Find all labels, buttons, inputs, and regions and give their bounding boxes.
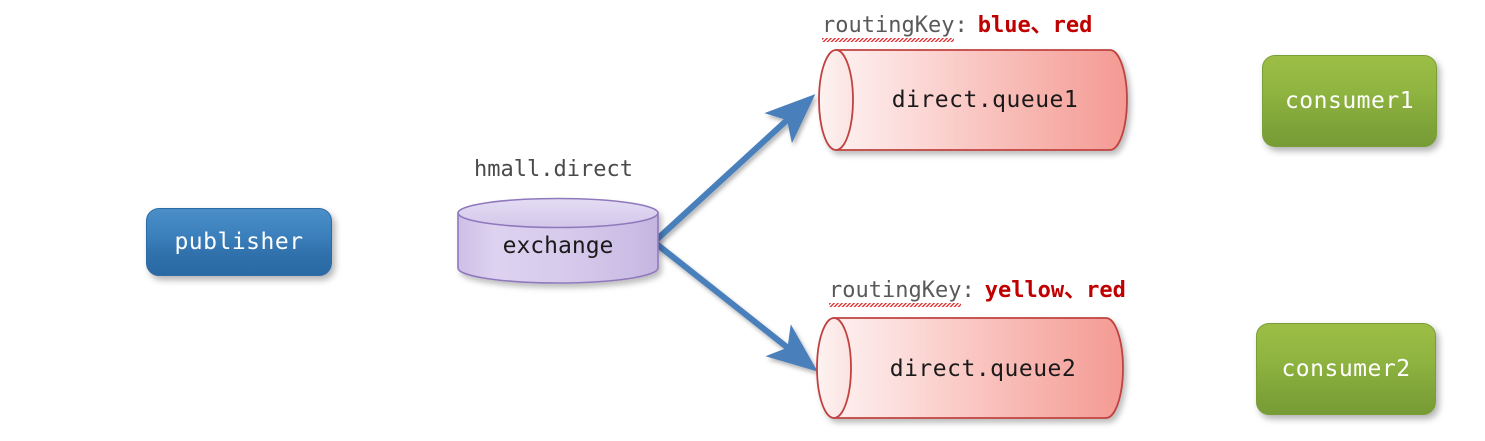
node-queue1[interactable]	[812, 45, 1138, 157]
node-consumer2[interactable]: consumer2	[1256, 323, 1436, 415]
binding-queue1-label: routingKey: blue、red	[822, 7, 1093, 42]
node-consumer1[interactable]: consumer1	[1262, 55, 1437, 147]
node-publisher[interactable]: publisher	[146, 208, 332, 276]
binding-queue1-colon: :	[954, 13, 968, 38]
binding-queue1-values: blue、red	[977, 13, 1093, 38]
node-exchange[interactable]	[452, 197, 664, 290]
binding-queue2-key: routingKey	[829, 278, 962, 307]
node-publisher-label: publisher	[174, 229, 304, 255]
binding-queue1-key: routingKey	[822, 13, 955, 42]
edge-exchange-queue1	[651, 94, 816, 245]
binding-queue2-label: routingKey: yellow、red	[829, 272, 1126, 307]
edge-exchange-queue2	[652, 239, 818, 372]
node-consumer1-label: consumer1	[1284, 88, 1415, 114]
binding-queue2-colon: :	[961, 278, 975, 303]
node-consumer2-label: consumer2	[1281, 356, 1411, 382]
node-queue2[interactable]	[810, 313, 1136, 425]
exchange-caption: hmall.direct	[474, 157, 633, 182]
binding-queue2-values: yellow、red	[984, 278, 1126, 303]
